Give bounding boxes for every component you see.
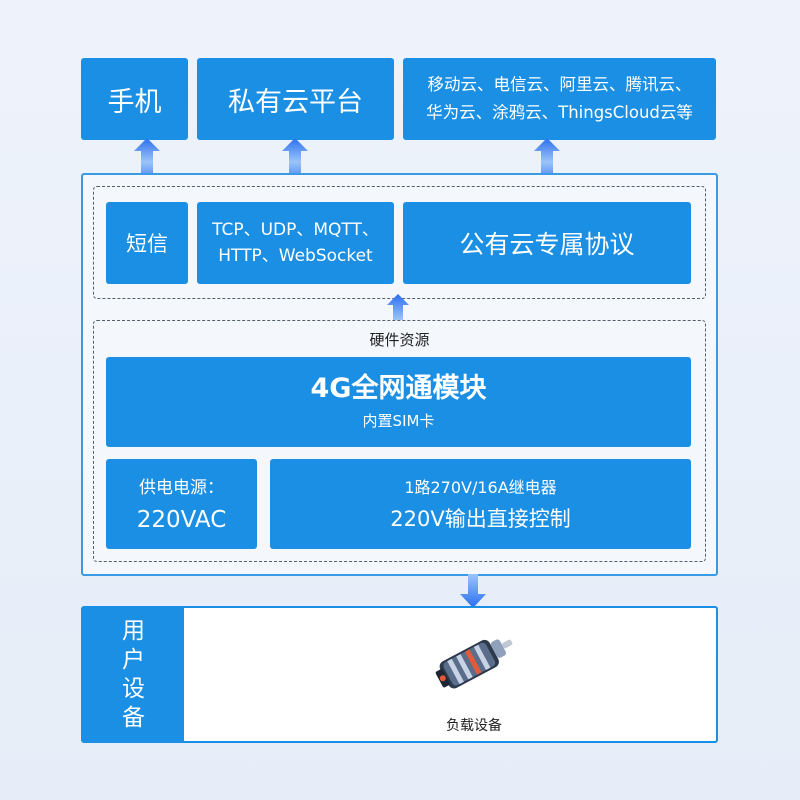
public-clouds-line2: 华为云、涂鸦云、ThingsCloud云等 bbox=[426, 103, 693, 122]
phone-label: 手机 bbox=[107, 86, 162, 118]
sms-label: 短信 bbox=[126, 232, 168, 256]
hardware-to-comm-arrow-icon bbox=[387, 294, 409, 320]
relay-line2: 220V输出直接控制 bbox=[390, 507, 571, 531]
public-protocol-box: 公有云专属协议 bbox=[403, 202, 691, 284]
user-char-3: 设 bbox=[122, 675, 145, 702]
user-char-4: 备 bbox=[122, 704, 145, 731]
output-down-arrow-icon bbox=[460, 574, 486, 608]
user-device-side-label: 用 户 设 备 bbox=[83, 608, 184, 741]
public-clouds-line1: 移动云、电信云、阿里云、腾讯云、 bbox=[427, 75, 692, 94]
user-char-1: 用 bbox=[122, 617, 145, 644]
private-cloud-label: 私有云平台 bbox=[228, 86, 363, 118]
load-device-label: 负载设备 bbox=[446, 718, 502, 734]
4g-module-subtitle: 内置SIM卡 bbox=[362, 412, 435, 430]
relay-line1: 1路270V/16A继电器 bbox=[404, 478, 557, 497]
4g-module-box: 4G全网通模块 内置SIM卡 bbox=[106, 357, 691, 447]
hardware-frame bbox=[93, 320, 706, 562]
sms-box: 短信 bbox=[106, 202, 188, 284]
public-clouds-box: 移动云、电信云、阿里云、腾讯云、 华为云、涂鸦云、ThingsCloud云等 bbox=[403, 58, 716, 140]
protocols-line2: HTTP、WebSocket bbox=[218, 246, 373, 266]
user-device-frame bbox=[81, 606, 718, 743]
private-cloud-box: 私有云平台 bbox=[197, 58, 394, 140]
relay-box: 1路270V/16A继电器 220V输出直接控制 bbox=[270, 459, 691, 549]
power-label: 供电电源： bbox=[139, 478, 224, 498]
4g-module-title: 4G全网通模块 bbox=[310, 373, 487, 404]
public-protocol-label: 公有云专属协议 bbox=[459, 230, 635, 259]
protocols-line1: TCP、UDP、MQTT、 bbox=[212, 220, 379, 240]
hardware-title: 硬件资源 bbox=[369, 331, 430, 349]
user-char-2: 户 bbox=[122, 646, 145, 673]
phone-box: 手机 bbox=[81, 58, 188, 140]
protocols-box: TCP、UDP、MQTT、 HTTP、WebSocket bbox=[197, 202, 394, 284]
motor-icon bbox=[435, 639, 513, 689]
power-supply-box: 供电电源： 220VAC bbox=[106, 459, 257, 549]
power-value: 220VAC bbox=[136, 507, 227, 533]
